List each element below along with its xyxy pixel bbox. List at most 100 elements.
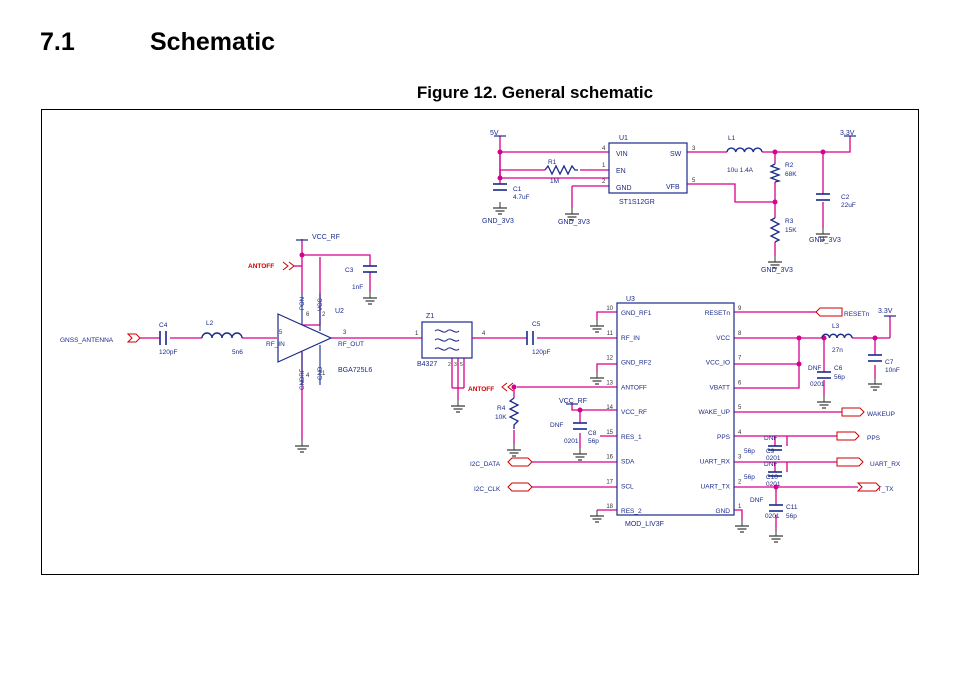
u2-part: BGA725L6	[338, 367, 372, 374]
c8-pkg: 0201	[564, 438, 579, 445]
r4-ref: R4	[497, 405, 506, 412]
port-uart-tx: UART_TX	[864, 486, 894, 493]
resistors	[508, 163, 782, 429]
section-number: 7.1	[40, 28, 75, 56]
u3-pin-name: RF_IN	[621, 335, 640, 342]
port-reset: RESETn	[844, 311, 870, 318]
u3-pin-num: 16	[606, 455, 613, 461]
z1-pin-num: 4	[482, 331, 486, 337]
z1-part: B4327	[417, 361, 437, 368]
net-antoff-module: ANTOFF	[468, 386, 494, 393]
u3-pin-name: ANTOFF	[621, 384, 647, 391]
l2-value: 5n6	[232, 349, 243, 356]
port-wakeup: WAKEUP	[867, 411, 895, 418]
c10-ref: C10	[766, 474, 778, 481]
u3-pin-num: 12	[606, 356, 613, 362]
gnd-3v3-u1: GND_3V3	[558, 219, 590, 226]
u3-pin-name: GND	[716, 508, 731, 515]
z1-ref: Z1	[426, 313, 434, 320]
ground-symbols	[294, 201, 883, 543]
r3-value: 15K	[785, 227, 797, 234]
u3-pin-name: SCL	[621, 483, 634, 490]
u3-pin-name: RES_1	[621, 434, 642, 441]
c10-note: DNF	[764, 461, 777, 468]
u2-pin-num: 2	[322, 312, 326, 318]
r2-ref: R2	[785, 162, 794, 169]
u3-pin-name: UART_RX	[700, 459, 731, 466]
u2-pin-vcc: VCC	[318, 298, 324, 311]
u3-pin-name: VCC_RF	[621, 409, 647, 416]
u2-pin-rf-out: RF_OUT	[338, 341, 364, 348]
gnd-3v3-r3: GND_3V3	[761, 267, 793, 274]
u3-pin-name: GND_RF2	[621, 360, 652, 367]
u2-pin-num: 4	[306, 373, 310, 379]
c1-value: 4.7uF	[513, 194, 530, 201]
z1-pin-num: 2	[448, 362, 451, 368]
gnd-3v3-c1: GND_3V3	[482, 218, 514, 225]
u1-regulator	[608, 142, 688, 194]
c8-value: 56p	[588, 438, 599, 445]
u3-pin-name: RES_2	[621, 508, 642, 515]
rail-vcc-rf-lna: VCC_RF	[312, 234, 340, 241]
u1-ref: U1	[619, 135, 628, 142]
rail-5v: 5V	[490, 130, 499, 137]
c3-value: 1nF	[352, 284, 363, 291]
u1-pin-num: 5	[692, 178, 696, 184]
r1-value: 1M	[550, 178, 559, 185]
u3-pin-name: WAKE_UP	[698, 409, 730, 416]
u3-module	[616, 302, 735, 516]
u1-pin-num: 4	[602, 146, 606, 152]
u2-pin-rf-in: RF_IN	[266, 341, 285, 348]
c11-value: 56p	[786, 513, 797, 520]
wires	[140, 136, 891, 530]
u3-pin-num: 7	[738, 356, 742, 362]
c8-ref: C8	[588, 430, 597, 437]
c10-value: 56p	[744, 474, 755, 481]
section-title: Schematic	[150, 28, 276, 56]
schematic-diagram: U1 VIN EN GND SW VFB 4 1 2 3 5 ST1S12GR …	[60, 130, 901, 543]
c6-pkg: 0201	[810, 381, 825, 388]
u3-pin-num: 15	[606, 430, 613, 436]
u3-pin-num: 17	[606, 479, 613, 485]
u3-pin-num: 8	[738, 331, 742, 337]
u2-pin-gndrf: GNDRF	[300, 368, 306, 390]
c4-ref: C4	[159, 322, 168, 329]
u3-pin-name: UART_TX	[701, 483, 731, 490]
r1-ref: R1	[548, 159, 557, 166]
u1-pin-en: EN	[616, 168, 626, 175]
u3-pin-num: 4	[738, 430, 742, 436]
l2-ref: L2	[206, 320, 214, 327]
c9-value: 56p	[744, 448, 755, 455]
c6-ref: C6	[834, 365, 843, 372]
u1-pin-gnd: GND	[616, 185, 632, 192]
rail-vcc-rf-module: VCC_RF	[559, 398, 587, 405]
u3-pin-num: 1	[738, 504, 742, 510]
u2-pin-gnd: GND	[318, 366, 324, 380]
u3-pin-num: 18	[606, 504, 613, 510]
z1-pin-num: 1	[415, 331, 419, 337]
u2-pin-num: 6	[306, 312, 310, 318]
u1-part: ST1S12GR	[619, 199, 655, 206]
r3-ref: R3	[785, 218, 794, 225]
c6-note: DNF	[808, 365, 821, 372]
c2-value: 22uF	[841, 202, 856, 209]
u1-pin-num: 1	[602, 163, 606, 169]
l3-value: 27n	[832, 347, 843, 354]
u3-pin-num: 14	[606, 405, 613, 411]
u3-ref: U3	[626, 296, 635, 303]
u3-pin-name: VBATT	[710, 384, 730, 391]
port-i2c-data: I2C_DATA	[470, 461, 501, 468]
c1-ref: C1	[513, 186, 522, 193]
u2-pin-pon: PON	[300, 297, 306, 310]
c7-ref: C7	[885, 359, 894, 366]
u3-pin-name: VCC	[716, 335, 730, 342]
junctions	[299, 149, 878, 490]
c5-value: 120pF	[532, 349, 550, 356]
c7-value: 10nF	[885, 367, 900, 374]
c3-ref: C3	[345, 267, 354, 274]
u1-pin-vfb: VFB	[666, 184, 680, 191]
u1-pin-num: 3	[692, 146, 696, 152]
c11-ref: C11	[786, 504, 798, 511]
u3-part: MOD_LIV3F	[625, 521, 664, 528]
c4-value: 120pF	[159, 349, 177, 356]
